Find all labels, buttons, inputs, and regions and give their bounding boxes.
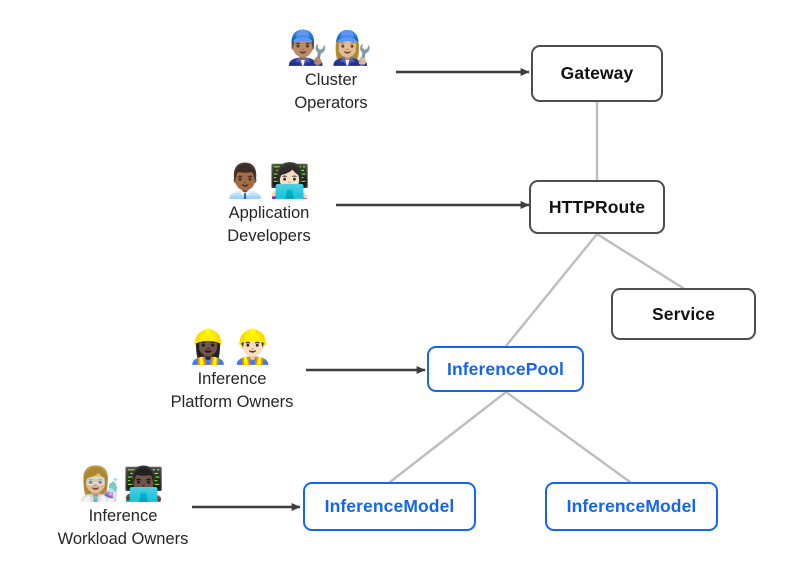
node-inferencepool[interactable]: InferencePool [427,346,584,392]
edge-inferencepool-inferencemodel-2 [504,390,632,484]
node-gateway-label: Gateway [560,63,634,83]
inference-platform-owners-label-line1: Inference [197,370,267,388]
node-httproute[interactable]: HTTPRoute [529,180,665,234]
node-inferencemodel-2[interactable]: InferenceModel [545,482,718,531]
inference-workload-owners-label-line1: Inference [88,507,158,525]
edge-inferencepool-inferencemodel-1 [388,390,508,484]
application-developers-label-line1: Application [228,204,310,222]
node-service[interactable]: Service [611,288,756,340]
cluster-operators-label-line1: Cluster [304,71,358,89]
persona-application-developers: 👨🏾‍💼👩🏻‍💻 Application Developers [154,161,384,247]
application-developers-label-line2: Developers [227,227,311,245]
cluster-operators-label-line2: Operators [294,94,368,112]
inference-platform-owners-label-line2: Platform Owners [170,393,294,411]
node-service-label: Service [652,303,715,324]
node-gateway[interactable]: Gateway [531,45,663,102]
application-developers-icons: 👨🏾‍💼👩🏻‍💻 [224,161,314,200]
persona-inference-platform-owners: 👷🏿‍♀️👷🏻‍♂️ Inference Platform Owners [117,327,347,413]
node-inferencemodel-1[interactable]: InferenceModel [303,482,476,531]
node-inferencemodel-2-label: InferenceModel [566,496,697,516]
cluster-operators-icons: 👨🏽‍🔧👩🏼‍🔧 [286,28,376,67]
persona-inference-workload-owners: 👩🏼‍🔬👨🏿‍💻 Inference Workload Owners [8,464,238,550]
node-inferencepool-label: InferencePool [446,358,565,379]
edge-httproute-inferencepool [504,232,599,348]
inference-workload-owners-icons: 👩🏼‍🔬👨🏿‍💻 [78,464,168,503]
persona-cluster-operators: 👨🏽‍🔧👩🏼‍🔧 Cluster Operators [216,28,446,114]
node-inferencemodel-1-label: InferenceModel [324,496,455,516]
inference-platform-owners-icons: 👷🏿‍♀️👷🏻‍♂️ [187,327,277,366]
node-httproute-label: HTTPRoute [548,196,646,217]
edge-httproute-service [595,232,685,290]
inference-workload-owners-label-line2: Workload Owners [57,530,189,548]
